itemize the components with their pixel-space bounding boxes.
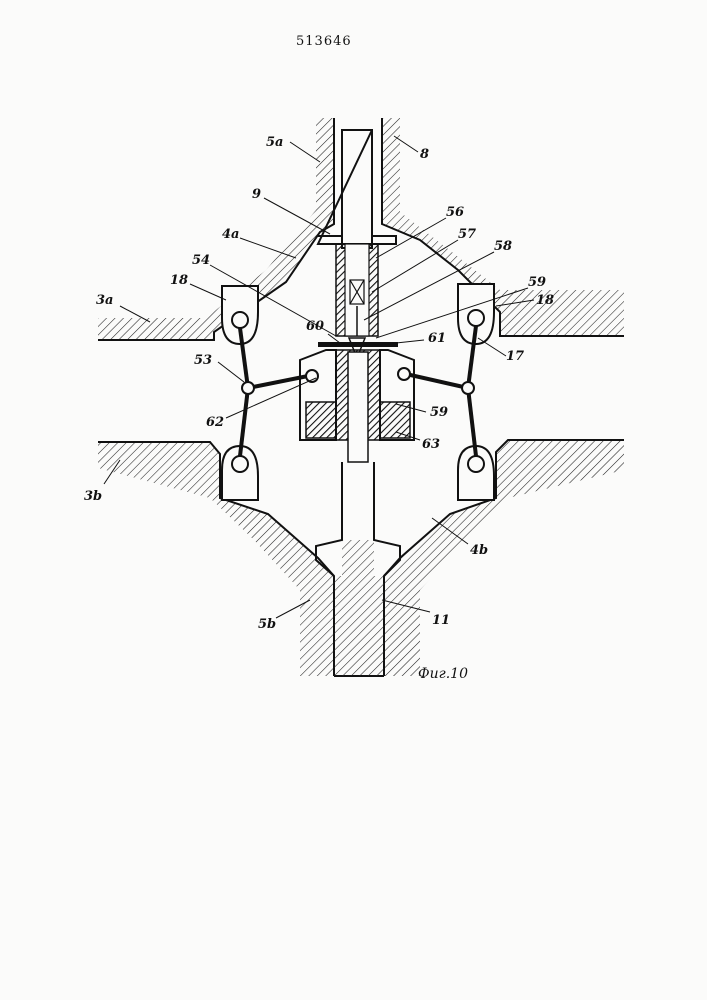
label-63: 63 <box>422 437 440 452</box>
label-3b: 3b <box>84 489 102 504</box>
label-59-bottom: 59 <box>430 405 448 420</box>
label-4b: 4b <box>470 543 488 558</box>
label-9: 9 <box>252 187 261 202</box>
label-18-right: 18 <box>536 293 554 308</box>
label-11: 11 <box>432 613 450 628</box>
label-18-left: 18 <box>170 273 188 288</box>
label-8: 8 <box>420 147 429 162</box>
label-59-top: 59 <box>528 275 546 290</box>
label-56: 56 <box>446 205 464 220</box>
figure-caption: Фиг.10 <box>418 666 468 682</box>
label-4a: 4a <box>222 227 239 242</box>
label-58: 58 <box>494 239 512 254</box>
label-5a: 5a <box>266 135 283 150</box>
label-57: 57 <box>458 227 476 242</box>
label-17: 17 <box>506 349 524 364</box>
label-61: 61 <box>428 331 446 346</box>
core-tube <box>336 244 378 358</box>
label-60: 60 <box>306 319 324 334</box>
label-3a: 3a <box>96 293 113 308</box>
label-54: 54 <box>192 253 210 268</box>
label-5b: 5b <box>258 617 276 632</box>
label-53: 53 <box>194 353 212 368</box>
label-62: 62 <box>206 415 224 430</box>
